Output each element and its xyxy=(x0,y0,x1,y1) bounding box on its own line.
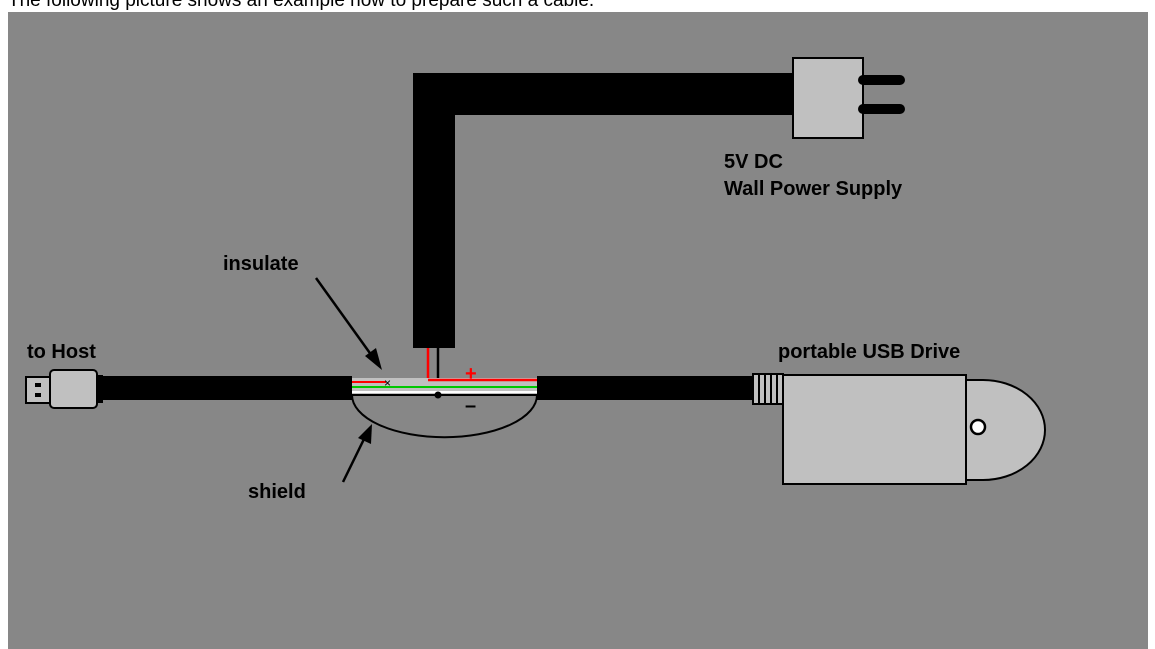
power-supply-label-line1: 5V DC xyxy=(724,151,783,173)
shield-arrow xyxy=(341,424,372,483)
shield-loop xyxy=(351,394,538,439)
diagram-background xyxy=(8,12,1148,649)
usb-cable-right xyxy=(537,376,753,400)
usb-plug-icon xyxy=(25,369,103,409)
to-host-label: to Host xyxy=(27,341,96,363)
insulate-mark: × xyxy=(384,376,391,390)
wall-plug-icon xyxy=(792,57,905,139)
negative-sign: – xyxy=(465,395,476,417)
insulate-arrow xyxy=(314,277,382,370)
cable-diagram: 5V DC Wall Power Supply insulate to Host… xyxy=(8,12,1148,649)
cable-diagram-svg: 5V DC Wall Power Supply insulate to Host… xyxy=(8,12,1148,649)
positive-sign: + xyxy=(465,363,477,385)
ground-junction xyxy=(434,391,442,399)
caption: The following picture shows an example h… xyxy=(8,0,595,11)
shield-label: shield xyxy=(248,481,306,503)
power-supply-label-line2: Wall Power Supply xyxy=(724,178,903,200)
usb-drive-icon xyxy=(782,374,1046,485)
power-supply-cable xyxy=(413,73,793,348)
strain-relief xyxy=(752,373,784,405)
portable-usb-drive-label: portable USB Drive xyxy=(778,341,960,363)
insulate-label: insulate xyxy=(223,253,299,275)
usb-cable-left xyxy=(100,376,352,400)
stripped-cable-section xyxy=(351,378,538,439)
